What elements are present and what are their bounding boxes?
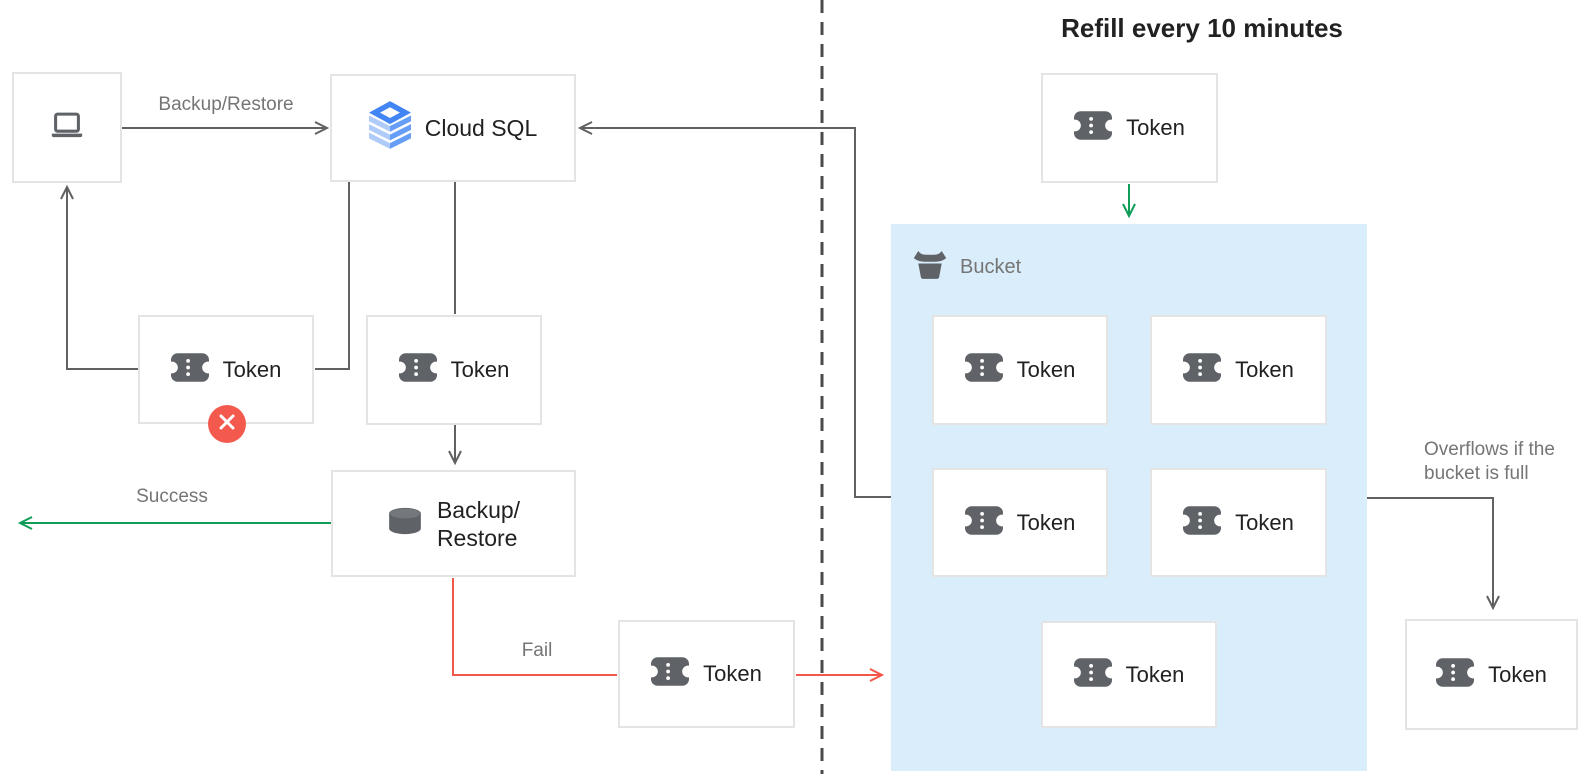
cloud-sql-icon	[368, 100, 411, 156]
ticket-icon	[1178, 505, 1227, 540]
close-icon	[217, 412, 237, 437]
bucket-icon	[912, 249, 948, 285]
token-label: Token	[450, 357, 510, 382]
ticket-icon	[1431, 657, 1480, 692]
bucket-token-node: Token	[932, 315, 1108, 425]
cloud-sql-node: Cloud SQL	[330, 74, 576, 182]
ticket-icon	[1069, 111, 1118, 145]
token-label: Token	[1125, 661, 1185, 687]
token-label: Token	[1488, 661, 1547, 687]
laptop-icon	[48, 111, 86, 145]
bucket-token-node: Token	[1150, 468, 1327, 577]
backup-restore-label-line1: Backup/	[436, 496, 521, 523]
overflow-label-line1: Overflows if the	[1424, 439, 1555, 460]
arrow-bucket-to-cloudsql	[577, 121, 891, 498]
backup-restore-node: Backup/ Restore	[331, 470, 576, 577]
ticket-icon	[393, 353, 442, 387]
token-label: Token	[222, 356, 282, 382]
backup-restore-label: Backup/ Restore	[437, 496, 520, 552]
client-node	[12, 72, 122, 183]
bucket-token-node: Token	[1150, 315, 1327, 425]
token-label: Token	[1235, 357, 1294, 382]
arrow-overflow	[1367, 497, 1500, 611]
token-label: Token	[1126, 115, 1185, 140]
token-refill-node: Token	[1041, 73, 1218, 183]
backup-restore-label-line2: Restore	[436, 524, 518, 551]
database-icon	[387, 507, 423, 540]
edge-label-overflow: Overflows if the bucket is full	[1424, 438, 1555, 486]
token-label: Token	[1016, 509, 1076, 535]
ticket-icon	[959, 505, 1008, 540]
page-title: Refill every 10 minutes	[1061, 13, 1343, 43]
token-in-use-node: Token	[366, 315, 542, 425]
rejected-x-badge	[208, 405, 246, 443]
edge-label-backup-restore: Backup/Restore	[158, 94, 294, 115]
token-label: Token	[703, 661, 762, 686]
bucket-label: Bucket	[960, 255, 1022, 278]
token-label: Token	[1016, 357, 1076, 382]
ticket-icon	[1068, 657, 1117, 692]
edge-label-fail: Fail	[521, 640, 553, 661]
bucket-token-node: Token	[1041, 621, 1217, 728]
ticket-icon	[959, 353, 1008, 387]
ticket-icon	[165, 352, 214, 387]
token-label: Token	[1235, 509, 1294, 535]
wire-cloudsql-to-token-rejected	[315, 182, 350, 370]
bucket-tag: Bucket	[912, 249, 1021, 285]
ticket-icon	[1178, 353, 1227, 387]
bucket-token-node: Token	[932, 468, 1108, 577]
overflow-label-line2: bucket is full	[1424, 463, 1529, 484]
arrow-token-rejected-to-client	[60, 184, 138, 370]
edge-label-success: Success	[136, 486, 208, 507]
ticket-icon	[646, 657, 695, 691]
token-overflow-node: Token	[1405, 619, 1578, 730]
cloud-sql-label: Cloud SQL	[424, 114, 538, 141]
token-failed-node: Token	[618, 620, 795, 728]
